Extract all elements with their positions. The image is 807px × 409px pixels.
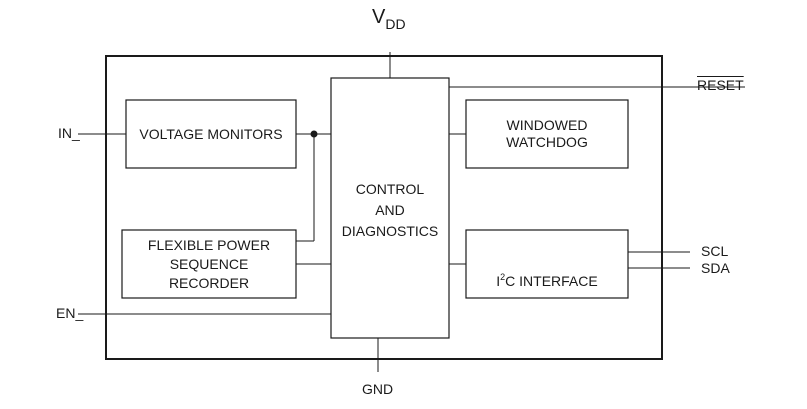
i2c-superscript: 2 — [500, 272, 506, 282]
chip-outline — [105, 55, 663, 360]
junction-dot — [310, 130, 318, 138]
control-diagnostics-label: CONTROL AND DIAGNOSTICS — [341, 181, 439, 239]
voltage-monitors-label: VOLTAGE MONITORS — [139, 126, 283, 142]
i2c-prefix: I — [496, 273, 501, 289]
vdd-pin-label: VDD — [372, 6, 406, 32]
scl-pin-label: SCL — [701, 243, 729, 259]
gnd-pin-label: GND — [362, 381, 394, 397]
power-sequence-label: FLEXIBLE POWER SEQUENCE RECORDER — [147, 237, 271, 291]
en-pin-label: EN_ — [56, 305, 84, 321]
vdd-v: V — [372, 6, 386, 28]
i2c-suffix: C INTERFACE — [505, 273, 598, 289]
reset-pin-label: RESET — [697, 77, 744, 93]
vdd-subscript: DD — [385, 16, 406, 32]
sda-pin-label: SDA — [701, 260, 730, 276]
i2c-interface-label: I2C INTERFACE — [466, 256, 628, 292]
in-pin-label: IN_ — [58, 125, 80, 141]
windowed-watchdog-label: WINDOWED WATCHDOG — [506, 117, 588, 150]
